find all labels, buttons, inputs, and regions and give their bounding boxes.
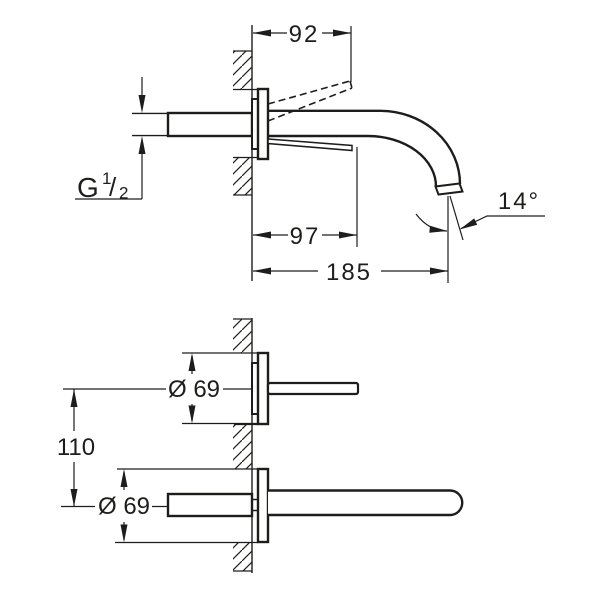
wall-hatching xyxy=(233,51,252,89)
arrowhead xyxy=(253,29,271,37)
thread-g-label: G xyxy=(77,172,99,203)
spout-tube xyxy=(268,489,464,517)
arrowhead xyxy=(120,524,128,543)
supply-pipe xyxy=(132,112,168,137)
dim-97-label: 97 xyxy=(290,223,321,250)
wall-hatching xyxy=(233,425,252,469)
wall-hatching xyxy=(233,319,252,353)
arrowhead xyxy=(253,231,271,239)
arrowhead xyxy=(339,231,357,239)
side-view: 92 97 185 14° xyxy=(75,21,545,286)
dim-185: 185 xyxy=(253,196,449,286)
dim-diameter-bottom-label: Ø 69 xyxy=(98,493,150,520)
arrowhead xyxy=(120,469,128,487)
spout-outer-edge xyxy=(268,109,462,185)
wall-hatching xyxy=(233,542,252,571)
spout-aerator-tip xyxy=(434,182,464,196)
thread-denominator: 2 xyxy=(119,184,128,203)
dim-110-label: 110 xyxy=(57,434,95,461)
arrowhead xyxy=(70,389,78,407)
dim-92: 92 xyxy=(253,21,352,82)
handle-escutcheon-plate xyxy=(256,351,270,426)
dim-diameter-top: Ø 69 xyxy=(168,352,258,425)
extension-lines xyxy=(115,468,258,544)
handle-lever-dashed xyxy=(267,80,353,122)
thread-annotation-g12: G 1 / 2 xyxy=(75,77,146,203)
angle-reference-line xyxy=(449,195,464,241)
arrowhead xyxy=(253,267,271,275)
arrowhead xyxy=(188,405,196,424)
spout-escutcheon-plate xyxy=(256,467,270,544)
leader-line xyxy=(75,150,143,200)
arrowhead xyxy=(459,218,478,230)
dim-110: 110 xyxy=(57,388,252,508)
arrowhead xyxy=(138,95,146,113)
arrowhead xyxy=(188,353,196,371)
spout-inner-edge xyxy=(268,134,438,187)
thread-numerator: 1 xyxy=(102,169,111,188)
concealed-spout-body xyxy=(166,492,254,518)
dim-diameter-top-label: Ø 69 xyxy=(168,376,220,403)
concealed-valve-body xyxy=(166,111,254,138)
front-view: Ø 69 Ø 69 110 xyxy=(57,318,464,573)
spout-water-guide xyxy=(267,138,353,152)
arrowhead xyxy=(430,267,448,275)
wall-hatch-caps xyxy=(233,318,258,572)
dim-185-label: 185 xyxy=(326,259,372,286)
handle-lever-bar xyxy=(266,381,360,396)
dim-diameter-bottom: Ø 69 xyxy=(98,468,258,544)
arrowhead xyxy=(70,489,78,507)
escutcheon-plate xyxy=(256,87,270,161)
arrowhead xyxy=(333,29,351,37)
thread-slash: / xyxy=(109,172,117,202)
angle-14-label: 14° xyxy=(498,188,540,215)
extension-lines xyxy=(182,352,258,425)
wall-hatching xyxy=(233,158,252,195)
arrowhead xyxy=(429,225,448,233)
dim-92-label: 92 xyxy=(289,21,320,48)
wall-hatch-caps xyxy=(233,50,258,196)
angle-14: 14° xyxy=(415,188,545,241)
arrowhead xyxy=(138,136,146,154)
dim-97: 97 xyxy=(253,147,358,250)
